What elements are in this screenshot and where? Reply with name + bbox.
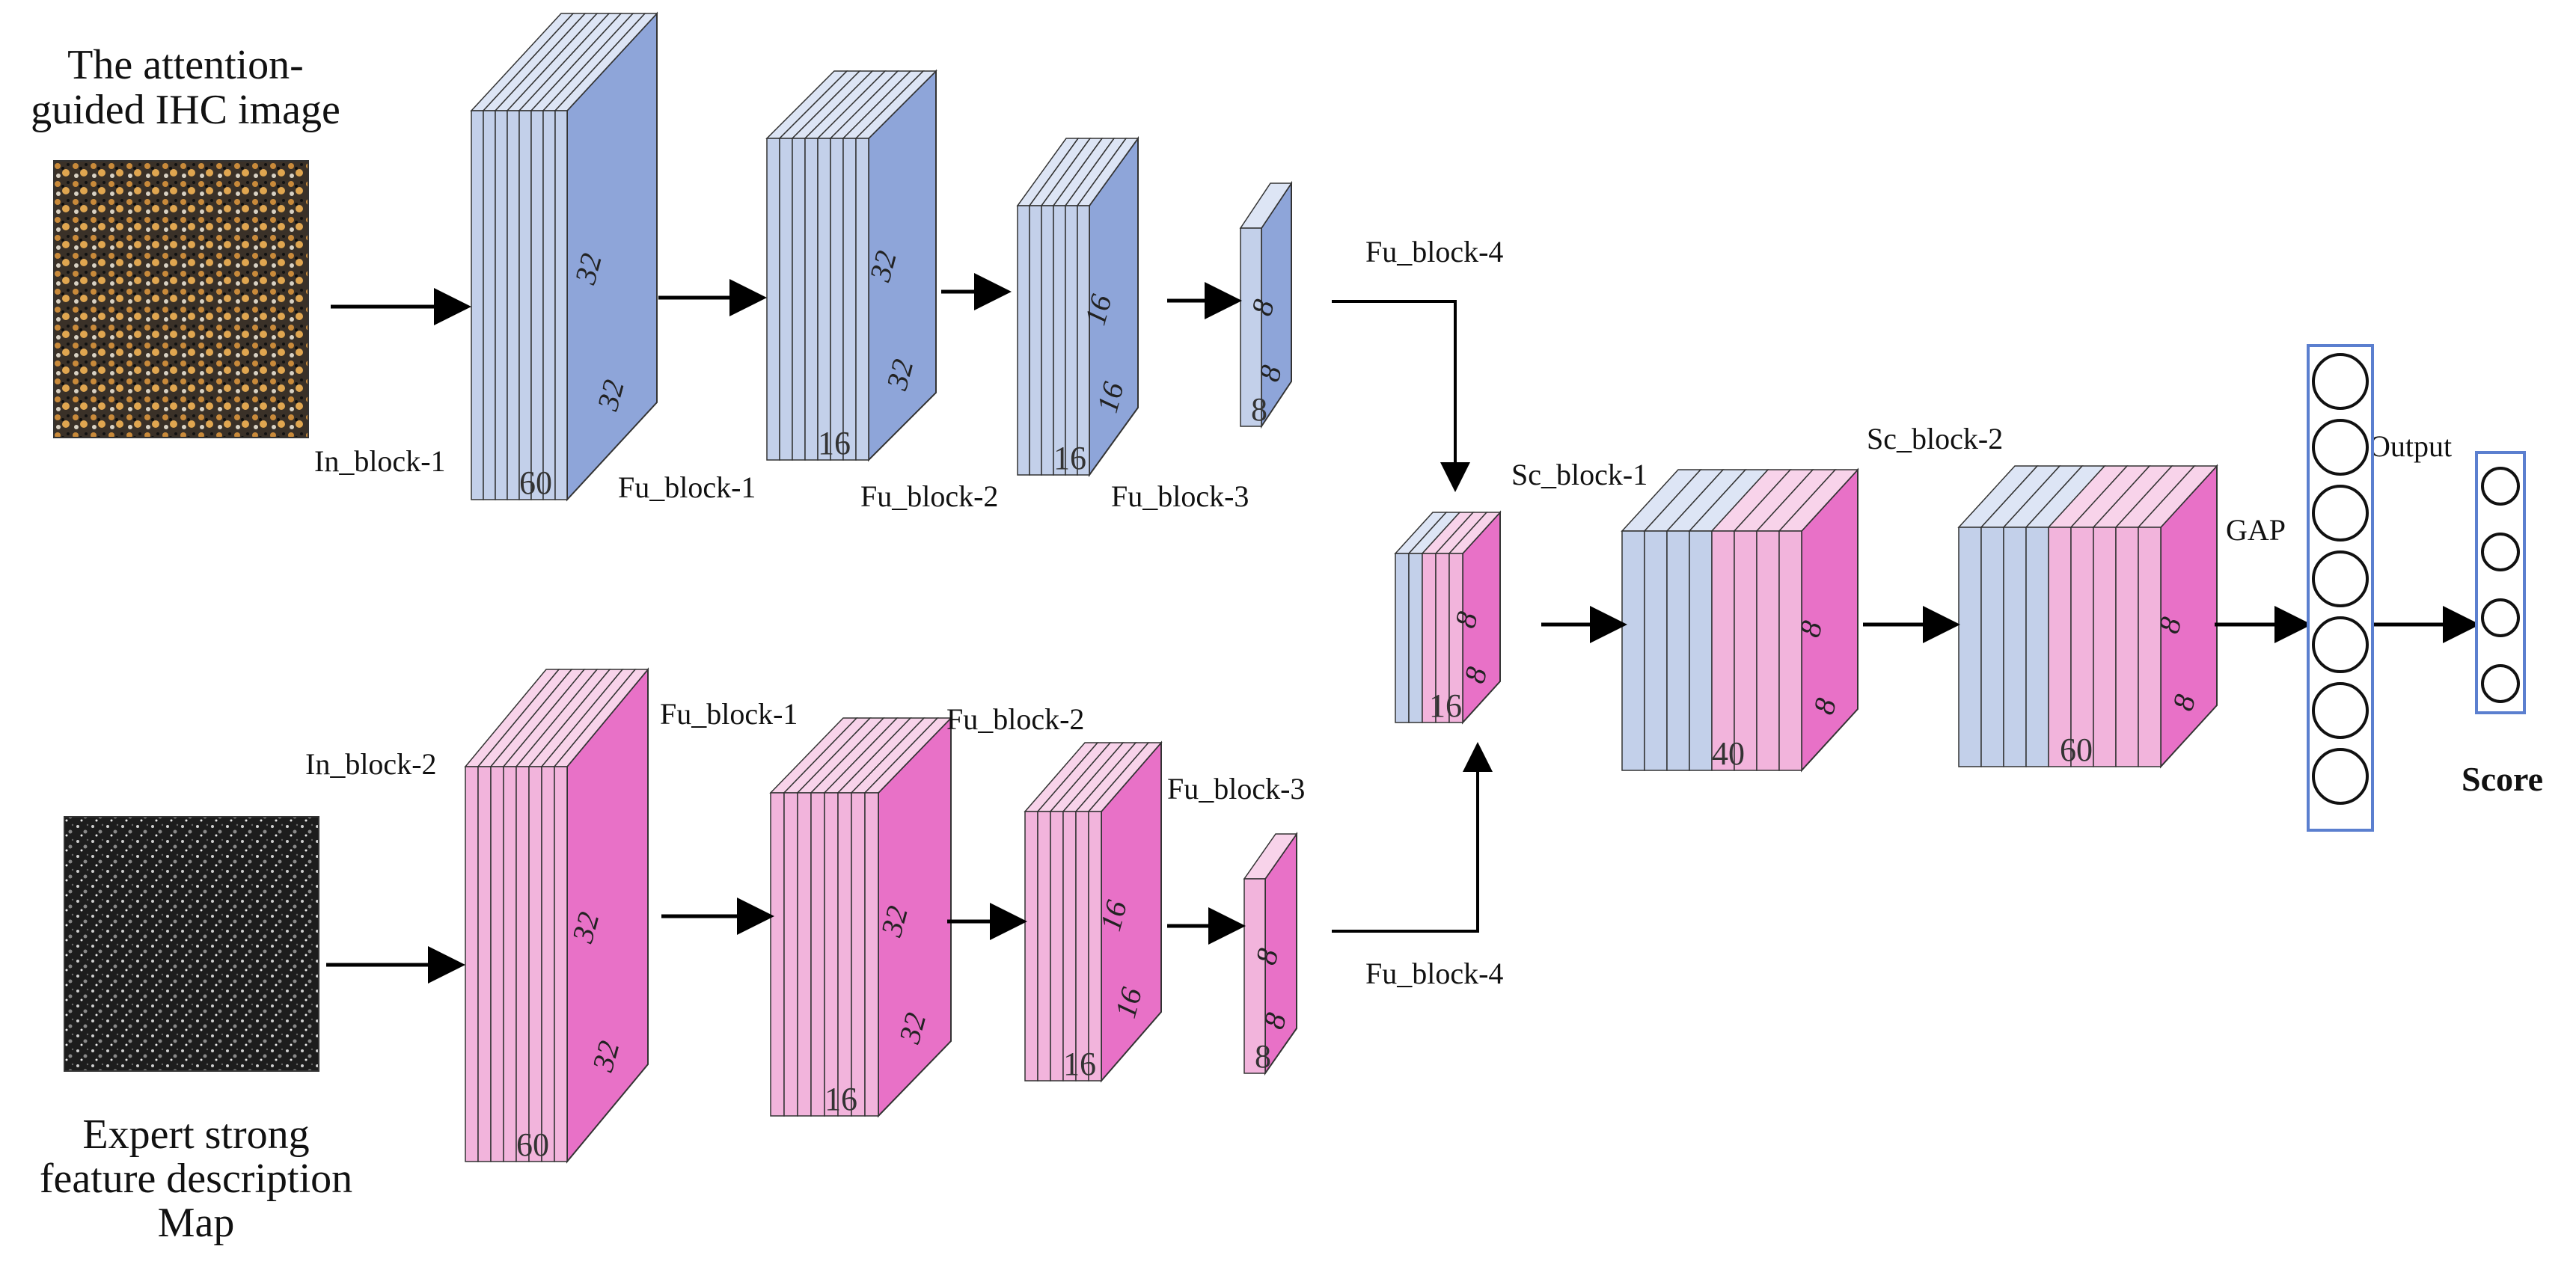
label-bottom-fu-block-4: Fu_block-4 bbox=[1365, 957, 1503, 990]
bottom-fu-block-2-depth-label: 16 bbox=[1063, 1046, 1096, 1082]
bottom-in-block-2-depth-label: 60 bbox=[516, 1126, 549, 1163]
bottom-fu-block-1-depth-label: 16 bbox=[824, 1081, 857, 1117]
label-in-block-2: In_block-2 bbox=[305, 747, 437, 781]
bottom-fu-block-3-depth-label: 8 bbox=[1255, 1038, 1271, 1075]
map-caption-line3: Map bbox=[158, 1200, 235, 1246]
label-top-fu-block-1: Fu_block-1 bbox=[618, 470, 756, 504]
map-caption-line2: feature description bbox=[40, 1156, 352, 1202]
gap-node bbox=[2312, 485, 2369, 542]
ihc-image bbox=[53, 160, 309, 438]
arrows bbox=[326, 273, 2480, 984]
output-node bbox=[2481, 533, 2520, 571]
ihc-caption-line1: The attention- bbox=[67, 42, 304, 88]
feature-map-image bbox=[64, 816, 319, 1072]
output-node bbox=[2481, 664, 2520, 703]
sc-block-1-depth-label: 40 bbox=[1712, 735, 1745, 772]
top-fu-block-2-depth-label: 16 bbox=[1053, 440, 1086, 476]
gap-node bbox=[2312, 748, 2369, 805]
label-bottom-fu-block-2: Fu_block-2 bbox=[946, 702, 1084, 736]
label-sc-block-2: Sc_block-2 bbox=[1867, 422, 2003, 455]
output-layer bbox=[2475, 451, 2526, 714]
label-output: Output bbox=[2369, 429, 2452, 463]
label-in-block-1: In_block-1 bbox=[314, 444, 446, 478]
gap-layer bbox=[2307, 344, 2374, 832]
arrow-bottom-fu4-to-merge bbox=[1332, 742, 1493, 933]
top-fu-block-1-depth-label: 16 bbox=[818, 425, 851, 461]
bottom-fu-block-3: 888 bbox=[1243, 831, 1298, 1076]
output-node bbox=[2481, 467, 2520, 506]
gap-node bbox=[2312, 353, 2369, 410]
gap-node bbox=[2312, 419, 2369, 476]
label-bottom-fu-block-3: Fu_block-3 bbox=[1167, 772, 1305, 806]
gap-nodes bbox=[2312, 353, 2369, 805]
gap-node bbox=[2312, 682, 2369, 739]
top-fu-block-3-depth-label: 8 bbox=[1251, 391, 1267, 428]
top-fu-block-3: 888 bbox=[1239, 180, 1293, 429]
gap-node bbox=[2312, 550, 2369, 607]
top-in-block-1-depth-label: 60 bbox=[519, 464, 552, 501]
arrow-top-fu4-to-merge bbox=[1332, 300, 1470, 492]
label-top-fu-block-3: Fu_block-3 bbox=[1111, 479, 1249, 513]
label-score: Score bbox=[2462, 760, 2543, 798]
output-node bbox=[2481, 598, 2520, 637]
output-nodes bbox=[2481, 467, 2520, 703]
merge-block-depth-label: 16 bbox=[1429, 687, 1462, 724]
label-top-fu-block-2: Fu_block-2 bbox=[860, 479, 998, 513]
gap-node bbox=[2312, 616, 2369, 673]
ihc-caption-line2: guided IHC image bbox=[31, 87, 340, 133]
sc-block-2-depth-label: 60 bbox=[2060, 731, 2093, 768]
map-caption-line1: Expert strong bbox=[82, 1111, 309, 1158]
label-sc-block-1: Sc_block-1 bbox=[1511, 458, 1648, 491]
label-top-fu-block-4: Fu_block-4 bbox=[1365, 235, 1503, 269]
label-bottom-fu-block-1: Fu_block-1 bbox=[660, 697, 798, 731]
label-gap: GAP bbox=[2226, 513, 2286, 547]
